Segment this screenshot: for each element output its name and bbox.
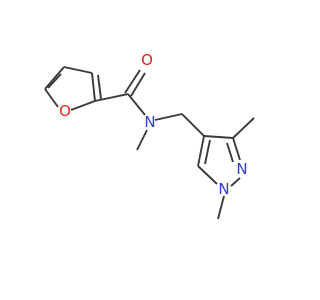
carbonyl-oxygen-label: O (141, 51, 153, 69)
bond-pyrazole-inner-c5-c4 (204, 139, 211, 165)
bond-pyrazole-n1-c5 (197, 165, 218, 185)
bond-pyrazole-inner-c3-n2 (226, 142, 234, 163)
bond-n-methyl (136, 129, 148, 151)
bond-furan-c3-c4 (63, 66, 93, 74)
amide-nitrogen-atom: N (144, 113, 155, 131)
carbonyl-oxygen-atom: O (141, 51, 153, 69)
bond-pyrazole-c5-c4 (197, 135, 205, 167)
bond-carbonyl-double-a (124, 69, 141, 94)
amide-nitrogen-label: N (144, 113, 155, 131)
bond-layer (44, 66, 255, 220)
bond-pyrazole-c4-c3 (203, 135, 234, 139)
pyrazole-n2-label: N (236, 160, 247, 178)
bond-pyrazole-c3-n2 (232, 137, 241, 161)
furan-oxygen-label: O (59, 102, 71, 120)
bond-furan-inner-c4-c5 (47, 73, 62, 89)
bond-pyrazole-n2-n1 (230, 177, 241, 187)
furan-oxygen-atom: O (59, 102, 71, 120)
bond-n1-methyl (217, 195, 225, 220)
bond-c3-methyl (232, 117, 255, 139)
bond-furan-c4-c5 (44, 66, 65, 90)
bond-c2-carbonyl (94, 93, 129, 102)
bond-carbonyl-n (127, 93, 146, 116)
bond-furan-o-c2 (70, 100, 96, 111)
atom-label-layer: O O N N N (59, 51, 248, 198)
bond-furan-c2-c3 (91, 72, 96, 102)
pyrazole-n2-atom: N (236, 160, 247, 178)
bond-carbonyl-double-b (130, 72, 146, 97)
chemical-structure: O O N N N (44, 51, 255, 220)
pyrazole-n1-atom: N (218, 180, 229, 198)
bond-furan-inner-c2-c3 (97, 74, 102, 100)
pyrazole-n1-label: N (218, 180, 229, 198)
bond-n-ch2 (154, 113, 183, 121)
bond-furan-c5-o (44, 88, 59, 108)
bond-ch2-c4 (181, 113, 205, 137)
